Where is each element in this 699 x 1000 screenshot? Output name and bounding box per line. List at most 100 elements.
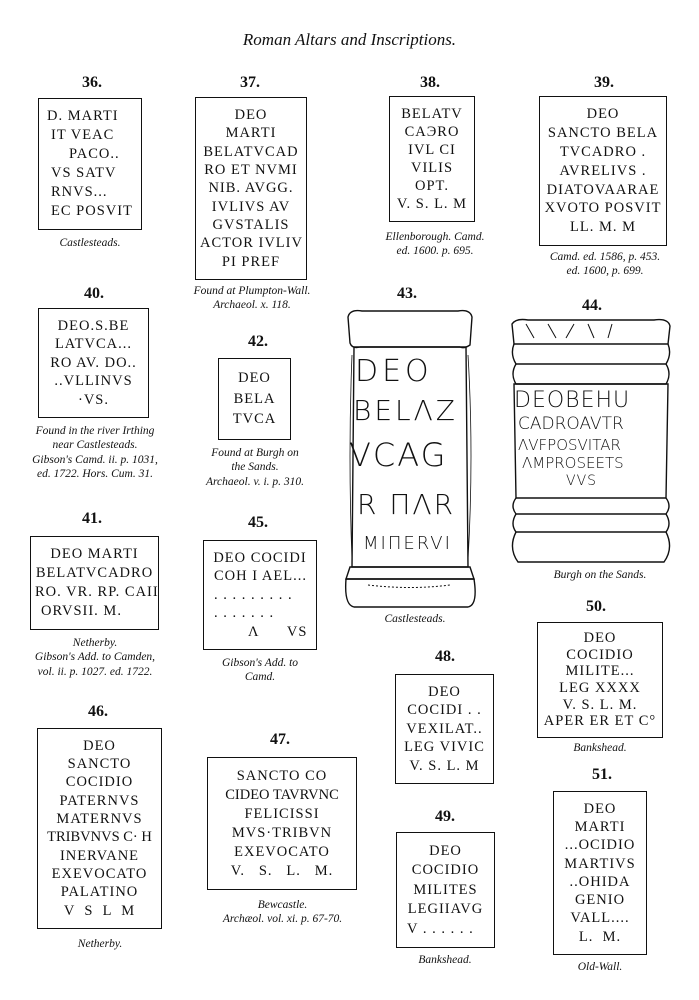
inscription-line: VEXILAT..	[406, 720, 483, 737]
inscription-line: MATERNVS	[56, 811, 143, 828]
inscription-line: Λ VS	[248, 623, 308, 640]
inscription-line: TVCA	[232, 411, 277, 428]
inscription-tablet: DEO COCIDIO MILITES LEGIIAVG V . . . . .…	[396, 832, 495, 948]
inscription-line: ...OCIDIO	[564, 837, 636, 854]
inscription-line: APER ER ET C°	[543, 713, 657, 730]
inscription-line: CIDEO TAVRVNC	[225, 786, 339, 803]
inscription-line: MARTI	[225, 125, 277, 142]
inscription-line: PALATINO	[60, 884, 139, 901]
page-title: Roman Altars and Inscriptions.	[242, 30, 457, 49]
inscription-line: GVSTALIS	[212, 216, 290, 233]
inscription-line: MARTI	[574, 819, 626, 836]
inscription-line: BELΛZ	[353, 394, 458, 427]
inscription-line: MVS·TRIBVN	[231, 824, 333, 841]
inscription-line: V. S. L. M	[409, 757, 480, 774]
inscription-line: DEO	[583, 630, 617, 647]
inscription-caption: Gibson's Add. to Camd.	[221, 657, 299, 684]
inscription-caption: Found in the river Irthing near Castlest…	[32, 425, 158, 481]
inscription-line: LEGIIAVG	[407, 901, 484, 918]
inscription-line: NIB. AVGG.	[208, 180, 294, 197]
inscription-line: INERVANE	[59, 847, 140, 864]
inscription-caption: Camd. ed. 1586, p. 453. ed. 1600, p. 699…	[549, 251, 661, 278]
inscription-line: L. M.	[578, 928, 622, 945]
inscription-line: LATVCA...	[54, 336, 133, 353]
inscription-caption: Bankshead.	[418, 954, 472, 966]
inscription-line: LEG VIVIC	[404, 739, 485, 756]
inscription-line: SANCTO BELA	[547, 125, 659, 142]
inscription-line: SANCTO CO	[236, 767, 328, 784]
inscription-line: RO ET NVMI	[204, 161, 298, 178]
inscription-line: PI PREF	[221, 253, 281, 270]
inscription-line: BELATVCADRO	[35, 565, 154, 582]
inscription-line: IVL CI	[408, 141, 456, 158]
inscription-number: 46.	[88, 703, 108, 720]
inscription-line: EXEVOCATO	[234, 843, 330, 860]
inscription-line: BELA	[233, 390, 276, 407]
inscription-tablet: DEO MARTI ...OCIDIO MARTIVS ..OHIDA GENI…	[553, 791, 647, 955]
inscription-line: VVS	[566, 473, 598, 489]
inscription-number: 43.	[397, 285, 417, 302]
inscription-line: AVRELIVS .	[559, 162, 647, 179]
inscription-tablet: DEO COCIDI COH I AEL... . . . . . . . . …	[203, 540, 317, 650]
inscription-line: EC POSVIT	[51, 203, 133, 220]
inscription-caption: Found at Plumpton-Wall. Archaeol. x. 118…	[193, 285, 311, 312]
inscription-line: RNVS...	[51, 184, 108, 201]
inscription-line: COCIDIO	[65, 774, 134, 791]
inscription-number: 42.	[248, 333, 268, 350]
inscription-line: MILITE...	[565, 663, 635, 680]
inscription-number: 36.	[82, 74, 102, 91]
inscription-line: V. S. L. M.	[562, 696, 638, 713]
inscription-line: LL. M. M	[570, 219, 636, 236]
inscription-line: DEO	[428, 683, 461, 700]
inscription-number: 45.	[248, 514, 268, 531]
inscription-caption: Found at Burgh on the Sands. Archaeol. v…	[205, 447, 305, 488]
inscription-line: IVLIVS AV	[211, 198, 291, 215]
inscription-number: 50.	[586, 598, 606, 615]
inscription-line: ORVSII. M.	[41, 603, 122, 620]
inscription-number: 51.	[592, 766, 612, 783]
inscription-line: DEO	[234, 106, 268, 123]
inscription-number: 37.	[240, 74, 260, 91]
inscription-number: 48.	[435, 648, 455, 665]
altar-drawing	[511, 318, 671, 563]
inscription-number: 40.	[84, 285, 104, 302]
inscription-number: 38.	[420, 74, 440, 91]
inscription-number: 39.	[594, 74, 614, 91]
inscription-number: 47.	[270, 731, 290, 748]
inscription-line: ..VLLINVS	[54, 373, 133, 390]
inscription-caption: Netherby. Gibson's Add. to Camden, vol. …	[34, 637, 156, 678]
inscription-line: DEO	[238, 370, 271, 387]
inscription-line: D. MARTI	[47, 108, 119, 125]
inscription-line: V . . . . . .	[407, 920, 474, 937]
inscription-line: MIΠERVI	[363, 533, 452, 554]
inscription-line: LEG XXXX	[559, 680, 641, 697]
inscription-line: VALL....	[570, 910, 630, 927]
inscription-line: DIATOVAARAE	[546, 181, 660, 198]
inscription-line: ..OHIDA	[569, 873, 631, 890]
inscription-line: VILIS	[410, 159, 454, 176]
inscription-tablet: SANCTO CO CIDEO TAVRVNC FELICISSI MVS·TR…	[207, 757, 357, 890]
inscription-tablet: DEO COCIDIO MILITE... LEG XXXX V. S. L. …	[537, 622, 663, 738]
inscription-line: ·VS.	[78, 391, 109, 408]
inscription-caption: Castlesteads.	[384, 613, 446, 625]
inscription-caption: Castlesteads.	[59, 237, 121, 249]
inscription-line: ΛMPROSEETS	[522, 454, 624, 472]
inscription-number: 41.	[82, 510, 102, 527]
inscription-line: V. S. L. M.	[230, 862, 334, 879]
inscription-tablet: DEO MARTI BELATVCADRO RO. VR. RP. CAII O…	[30, 536, 159, 630]
inscription-line: CADROAVTR	[518, 414, 624, 434]
inscription-tablet: DEO BELA TVCA	[218, 358, 291, 440]
altar-drawing	[344, 309, 476, 608]
inscription-caption: Bankshead.	[573, 742, 627, 754]
inscription-line: DEO	[583, 800, 617, 817]
inscription-line: COCIDIO	[566, 646, 634, 663]
inscription-caption: Bewcastle. Archæol. vol. xi. p. 67-70.	[222, 899, 343, 926]
inscription-line: FELICISSI	[244, 805, 320, 822]
inscription-line: ΛVFPOSVITAR	[518, 436, 621, 454]
inscription-line: XVOTO POSVIT	[544, 200, 662, 217]
inscription-line: R ΠΛR	[357, 488, 456, 521]
inscription-line: COCIDIO	[411, 862, 480, 879]
inscription-line: SANCTO	[67, 756, 132, 773]
inscription-line: DEO.S.BE	[57, 317, 130, 334]
inscription-line: OPT.	[415, 177, 449, 194]
